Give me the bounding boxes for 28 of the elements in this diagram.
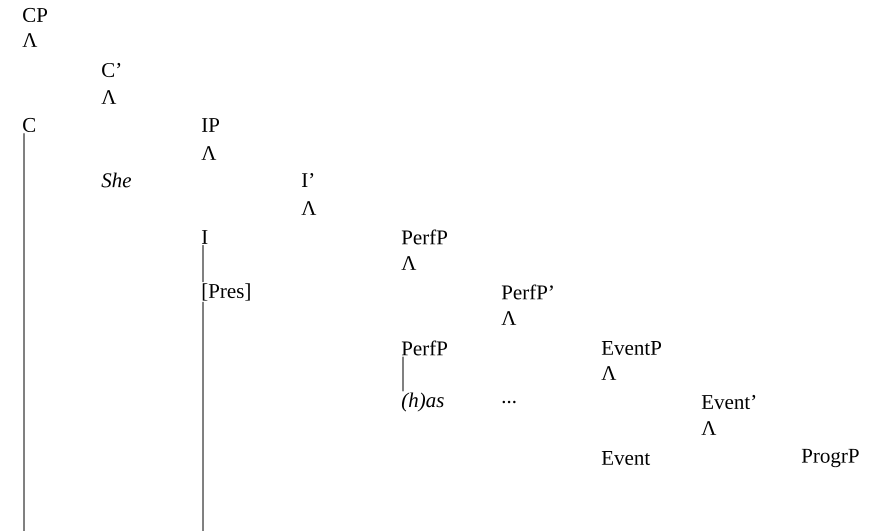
branch-symbol: Λ: [301, 201, 316, 215]
tree-branch-line: [202, 244, 204, 283]
tree-label: PerfP’: [502, 284, 553, 300]
tree-label: She: [101, 172, 132, 188]
tree-label: PerfP: [402, 340, 448, 356]
branch-symbol: Λ: [201, 146, 216, 160]
tree-label: ProgrP: [802, 448, 859, 468]
tree-label: (h)as: [402, 392, 444, 412]
tree-label: EventP: [602, 341, 662, 355]
branch-symbol: Λ: [701, 421, 716, 435]
tree-label: C’: [102, 62, 120, 78]
tree-label: Event: [602, 451, 650, 465]
tree-label: I’: [302, 173, 314, 187]
branch-symbol: Λ: [601, 366, 616, 380]
tree-label: CP: [23, 8, 48, 22]
tree-label: ...: [502, 400, 516, 404]
branch-symbol: Λ: [501, 311, 516, 325]
tree-label: Event’: [702, 394, 756, 410]
branch-symbol: Λ: [22, 33, 38, 47]
branch-symbol: Λ: [401, 256, 416, 270]
tree-label: IP: [202, 118, 220, 132]
tree-branch-line: [202, 301, 204, 531]
tree-branch-line: [402, 356, 404, 392]
tree-label: C: [23, 118, 36, 132]
branch-symbol: Λ: [101, 90, 116, 104]
tree-label: [Pres]: [202, 283, 250, 301]
tree-label: I: [202, 230, 208, 244]
tree-label: PerfP: [402, 230, 448, 244]
